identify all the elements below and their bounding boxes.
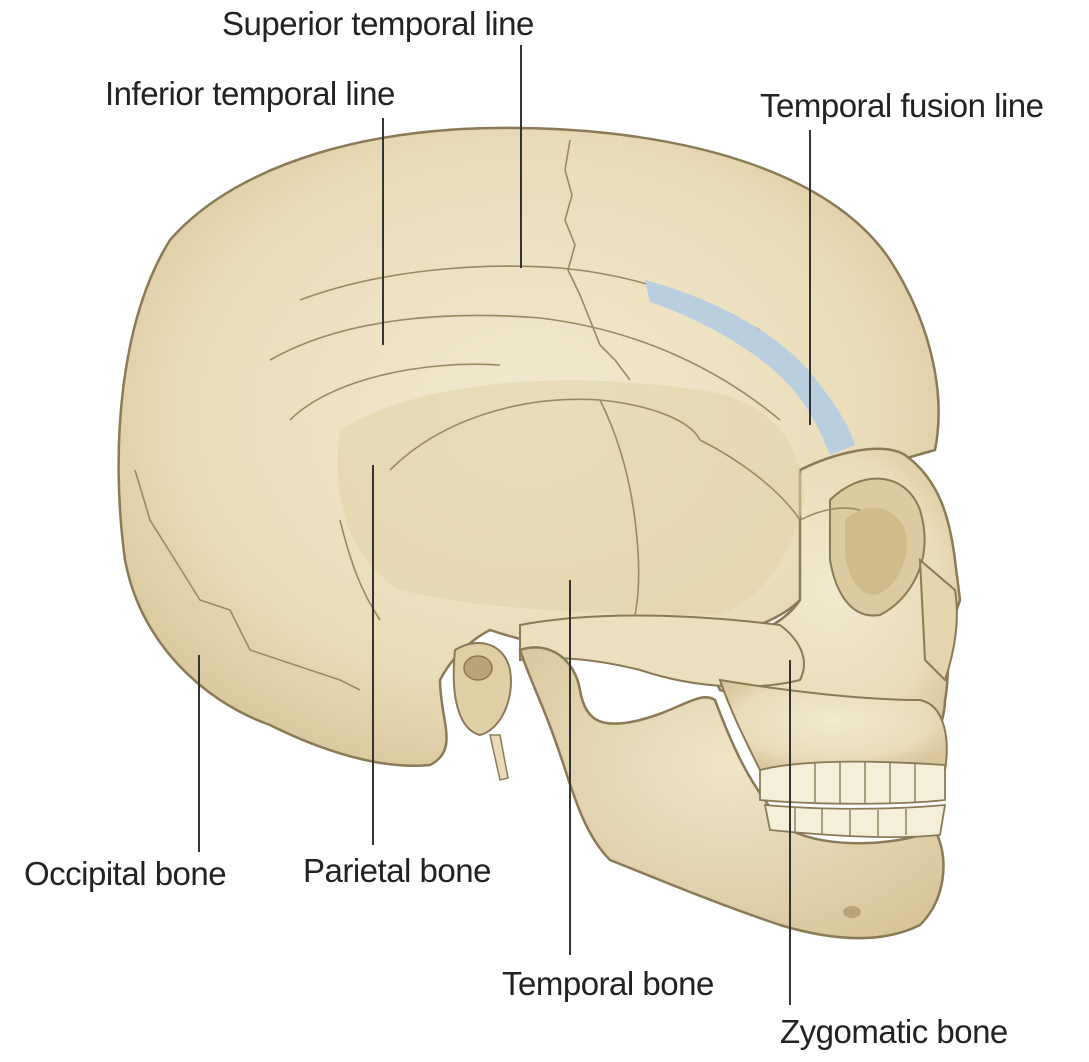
label-superior-temporal-line: Superior temporal line [222, 5, 534, 43]
temporal-fossa [338, 380, 806, 615]
label-occipital-bone: Occipital bone [24, 855, 226, 893]
label-parietal-bone: Parietal bone [303, 852, 491, 890]
label-inferior-temporal-line: Inferior temporal line [105, 75, 395, 113]
styloid-process [490, 735, 508, 780]
upper-teeth [760, 762, 945, 804]
label-temporal-fusion-line: Temporal fusion line [760, 87, 1044, 125]
mental-foramen [843, 906, 861, 918]
label-temporal-bone: Temporal bone [502, 965, 714, 1003]
label-zygomatic-bone: Zygomatic bone [780, 1013, 1008, 1051]
lower-teeth [765, 805, 945, 837]
external-acoustic-meatus [464, 656, 492, 680]
